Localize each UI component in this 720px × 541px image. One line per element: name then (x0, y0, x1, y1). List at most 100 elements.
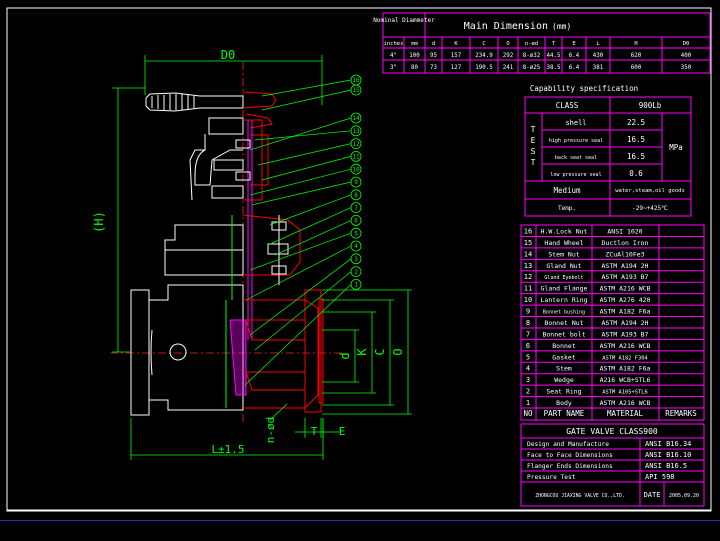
callout-number: 13 (352, 128, 360, 135)
dimension-cell: 234.9 (475, 53, 493, 59)
standard-value: ANSI B16.10 (645, 451, 691, 459)
callout-leader (254, 271, 352, 351)
dimension-header-cell: O (506, 41, 509, 47)
drawing-frame (6, 7, 712, 512)
part-material: ASTM A194 2H (602, 262, 649, 270)
callout-number: 4 (354, 243, 358, 250)
test-value: 0.6 (629, 169, 643, 178)
part-name: Gland Eyebolt (544, 275, 583, 281)
parts-header-name: PART NAME (544, 409, 585, 418)
callout-leader (245, 245, 352, 301)
dimension-cell: 44.5 (547, 53, 561, 59)
dim-d0-label: D0 (221, 48, 235, 62)
callout-balloon (350, 202, 362, 214)
callout-balloon (350, 176, 362, 188)
dimension-cell: 6.4 (569, 53, 580, 59)
dimension-cell: 190.5 (475, 65, 493, 71)
callout-number: 9 (354, 179, 358, 186)
standard-value: ANSI B16.34 (645, 440, 691, 448)
test-name: high pressure seal (549, 138, 603, 144)
part-material: ASTM A216 WCB (600, 285, 651, 293)
dim-l-label: L±1.5 (211, 443, 244, 456)
callout-balloon (350, 214, 362, 226)
dimension-cell: 4" (390, 53, 397, 59)
part-material: Ductlon Iron (602, 239, 649, 247)
part-material: ANSI 1020 (607, 227, 642, 235)
dimension-cell: 241 (503, 65, 514, 71)
callout-balloon (350, 189, 362, 201)
date-label: DATE (644, 491, 661, 499)
callout-number: 10 (352, 166, 360, 173)
class-value: 900Lb (639, 101, 662, 110)
part-name: Bonnet bushing (543, 310, 585, 316)
test-value: 16.5 (627, 135, 645, 144)
part-name: Stem Nut (548, 250, 579, 258)
callout-leader (254, 130, 352, 141)
main-dimension-unit: (mm) (552, 22, 571, 31)
callout-leader (267, 207, 352, 246)
callout-leader (261, 89, 352, 111)
test-name: shell (565, 119, 586, 127)
callout-balloon (350, 227, 362, 239)
test-name: back seat seal (555, 155, 597, 161)
parts-header-no: NO (523, 409, 533, 418)
nominal-label-line1: Nominal Diammeter (373, 17, 435, 24)
dimension-cell: 100 (409, 53, 420, 59)
viewport-bottom-bar (0, 520, 720, 538)
dimension-cell: 292 (503, 53, 513, 59)
callout-number: 5 (354, 230, 358, 237)
dimension-header-cell: n-ød (525, 41, 538, 47)
part-material: ASTM A105+STL6 (602, 390, 647, 396)
callout-balloon (350, 240, 362, 252)
dimension-cell: 400 (681, 53, 692, 59)
part-no: 16 (524, 227, 532, 235)
date-value: 2005.09.20 (669, 493, 699, 499)
callout-number: 6 (354, 218, 358, 225)
callout-leader (251, 181, 352, 206)
callout-leader (249, 168, 352, 196)
part-name: H.W.Lock Nut (541, 227, 588, 235)
dimension-cell: 8-ø25 (523, 65, 541, 71)
standard-label: Design and Manufacture (527, 441, 609, 448)
callout-leader (249, 258, 352, 336)
dimension-cell: 430 (593, 53, 604, 59)
part-material: ASTM A216 WCB (600, 342, 651, 350)
dimension-cell: 600 (631, 65, 642, 71)
company-name: ZHONGCOU JIAXING VALVE CO.,LTD. (535, 493, 625, 499)
capability-table (524, 96, 692, 217)
dimension-header-cell: K (454, 41, 458, 47)
dim-k-label: K (355, 348, 369, 356)
part-material: ASTM A194 2H (602, 319, 649, 327)
dim-c-label: C (373, 348, 387, 355)
callout-number: 16 (352, 77, 360, 84)
main-dimension-heading: Main Dimension (mm) (464, 21, 572, 32)
standard-value: API 598 (645, 473, 675, 481)
dim-d-label: d (338, 352, 352, 359)
part-no: 9 (526, 308, 530, 316)
part-material: ASTM A216 WCB (600, 399, 651, 407)
dimension-cell: 80 (411, 65, 418, 71)
part-no: 3 (526, 376, 530, 384)
dimension-header-cell: C (482, 41, 485, 47)
dim-e-label: E (339, 425, 346, 438)
part-no: 14 (524, 250, 532, 258)
callout-number: 3 (354, 256, 358, 263)
dimension-header-cell: E (572, 41, 575, 47)
dimension-header-cell: inches (384, 41, 404, 47)
part-name: Bonnet bolt (542, 330, 585, 338)
callout-balloon (350, 278, 362, 290)
part-name: Lantern Ring (541, 296, 588, 304)
part-no: 2 (526, 388, 530, 396)
part-name: Gland Nut (546, 262, 581, 270)
callout-number: 11 (352, 154, 360, 161)
part-name: Hand Wheel (544, 239, 583, 247)
callout-balloon (350, 266, 362, 278)
medium-value: water,steam,oil goods (615, 188, 685, 194)
callout-leader (274, 220, 352, 256)
